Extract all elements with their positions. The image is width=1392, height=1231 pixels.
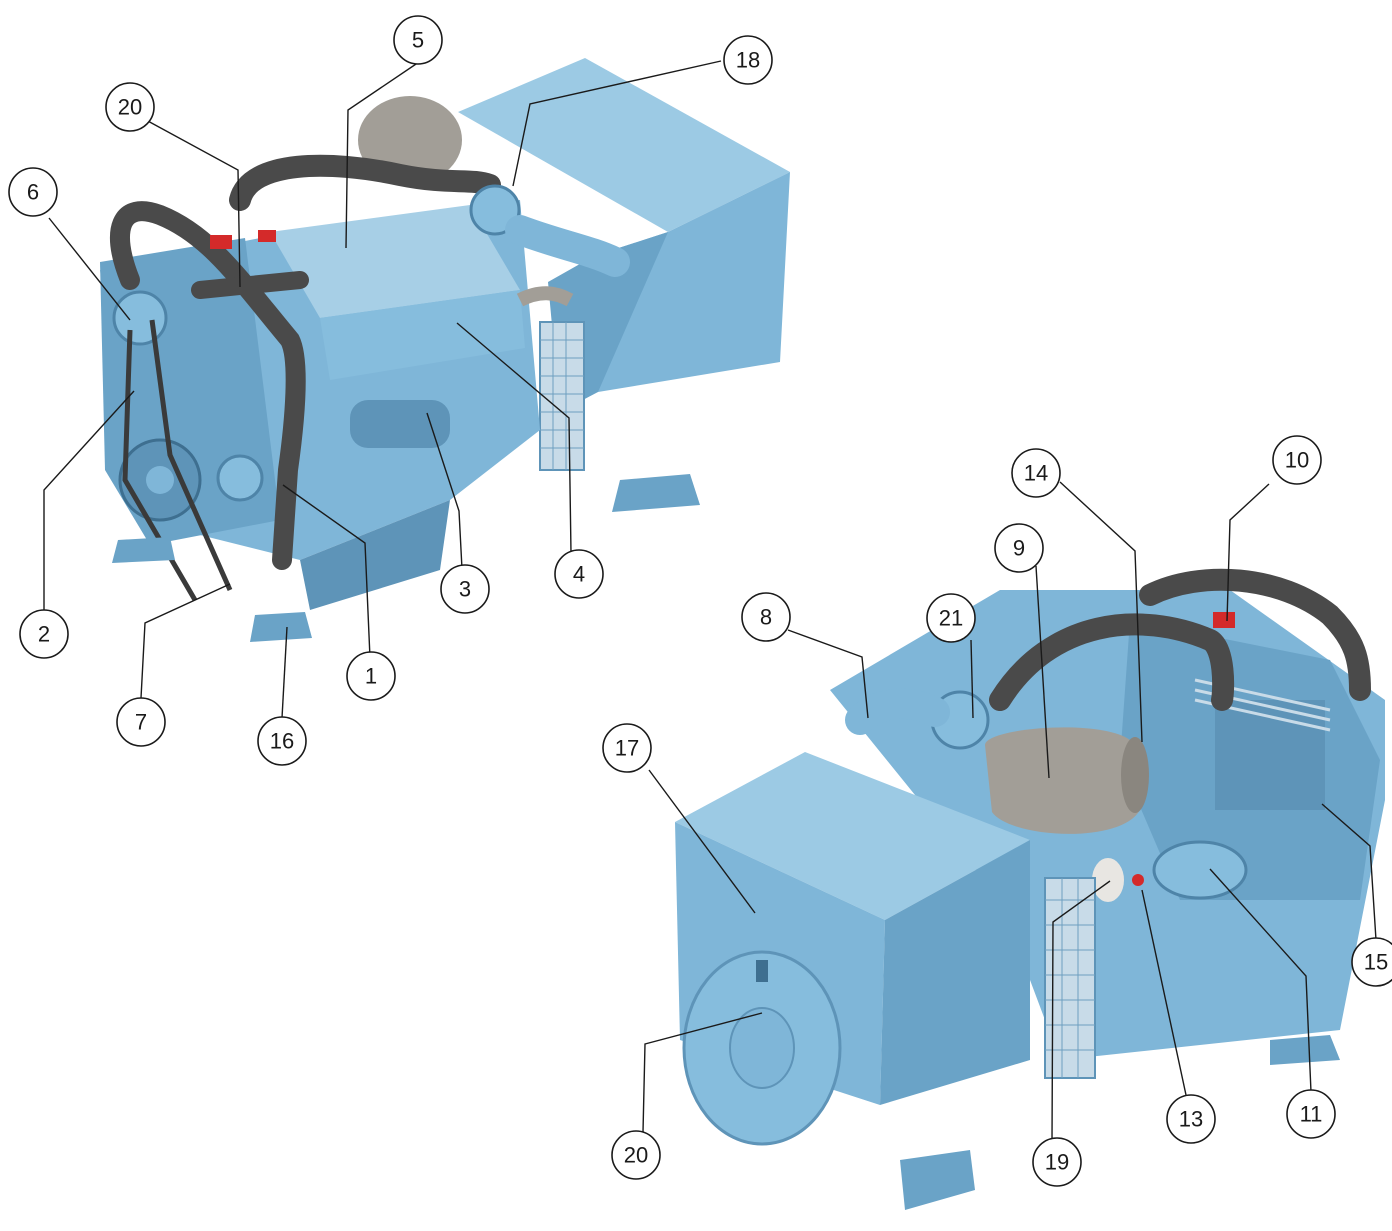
red-filler-cap-rear: [1213, 612, 1235, 628]
ventilation-grille: [539, 321, 585, 471]
oil-filter: [1152, 840, 1248, 900]
callout-18: 18: [723, 35, 773, 85]
callout-19: 19: [1032, 1137, 1082, 1187]
svg-text:14: 14: [1024, 461, 1048, 486]
callout-10: 10: [1272, 435, 1322, 485]
svg-text:2: 2: [38, 622, 50, 647]
generator-housing-side: [594, 172, 790, 392]
svg-text:15: 15: [1364, 950, 1388, 975]
end-cover-slot: [756, 960, 768, 982]
callout-20-front: 20: [105, 82, 155, 132]
svg-text:4: 4: [573, 562, 585, 587]
generator-view-rear: [675, 568, 1385, 1210]
svg-text:7: 7: [135, 710, 147, 735]
callout-11: 11: [1286, 1089, 1336, 1139]
callout-2: 2: [19, 609, 69, 659]
turbocharger: [469, 184, 521, 236]
mount-foot-rear: [900, 1150, 975, 1210]
callout-7: 7: [116, 697, 166, 747]
generator-housing-top-rear: [675, 752, 1030, 920]
callout-1: 1: [346, 651, 396, 701]
svg-text:21: 21: [939, 606, 963, 631]
callout-15: 15: [1351, 937, 1392, 987]
svg-text:18: 18: [736, 48, 760, 73]
svg-text:1: 1: [365, 664, 377, 689]
callout-14: 14: [1011, 448, 1061, 498]
callouts-rear-view: 8 9 10 11 13 14 15 17 19 20 21: [602, 435, 1392, 1187]
air-filter-rear: [985, 727, 1140, 834]
starter-motor: [350, 400, 450, 448]
svg-text:13: 13: [1179, 1107, 1203, 1132]
svg-text:5: 5: [412, 28, 424, 53]
svg-text:16: 16: [270, 729, 294, 754]
svg-text:9: 9: [1013, 536, 1025, 561]
svg-text:3: 3: [459, 577, 471, 602]
callout-4: 4: [554, 549, 604, 599]
oil-filler-cap: [210, 235, 232, 249]
coolant-hose-top: [229, 154, 501, 211]
mount-foot: [250, 612, 312, 642]
callout-16: 16: [257, 716, 307, 766]
callout-21: 21: [926, 593, 976, 643]
callout-3: 3: [440, 564, 490, 614]
svg-text:11: 11: [1300, 1102, 1323, 1127]
callout-6: 6: [8, 167, 58, 217]
generator-view-front: [100, 58, 790, 642]
svg-text:8: 8: [760, 605, 772, 630]
svg-text:19: 19: [1045, 1150, 1069, 1175]
svg-text:6: 6: [27, 180, 39, 205]
svg-text:20: 20: [624, 1143, 648, 1168]
callout-20-rear: 20: [611, 1130, 661, 1180]
valve-cover: [270, 205, 520, 318]
callout-5: 5: [393, 15, 443, 65]
svg-text:20: 20: [118, 95, 142, 120]
callout-8: 8: [741, 592, 791, 642]
callout-17: 17: [602, 723, 652, 773]
callout-13: 13: [1166, 1094, 1216, 1144]
coolant-hose-front: [110, 201, 306, 570]
alternator: [112, 290, 168, 346]
svg-text:17: 17: [615, 736, 639, 761]
leader-lines: [43, 59, 1377, 1143]
svg-text:10: 10: [1285, 448, 1309, 473]
callout-9: 9: [994, 523, 1044, 573]
callouts-front-view: 1 2 3 4 5 6 7 16 18 20: [8, 15, 773, 766]
